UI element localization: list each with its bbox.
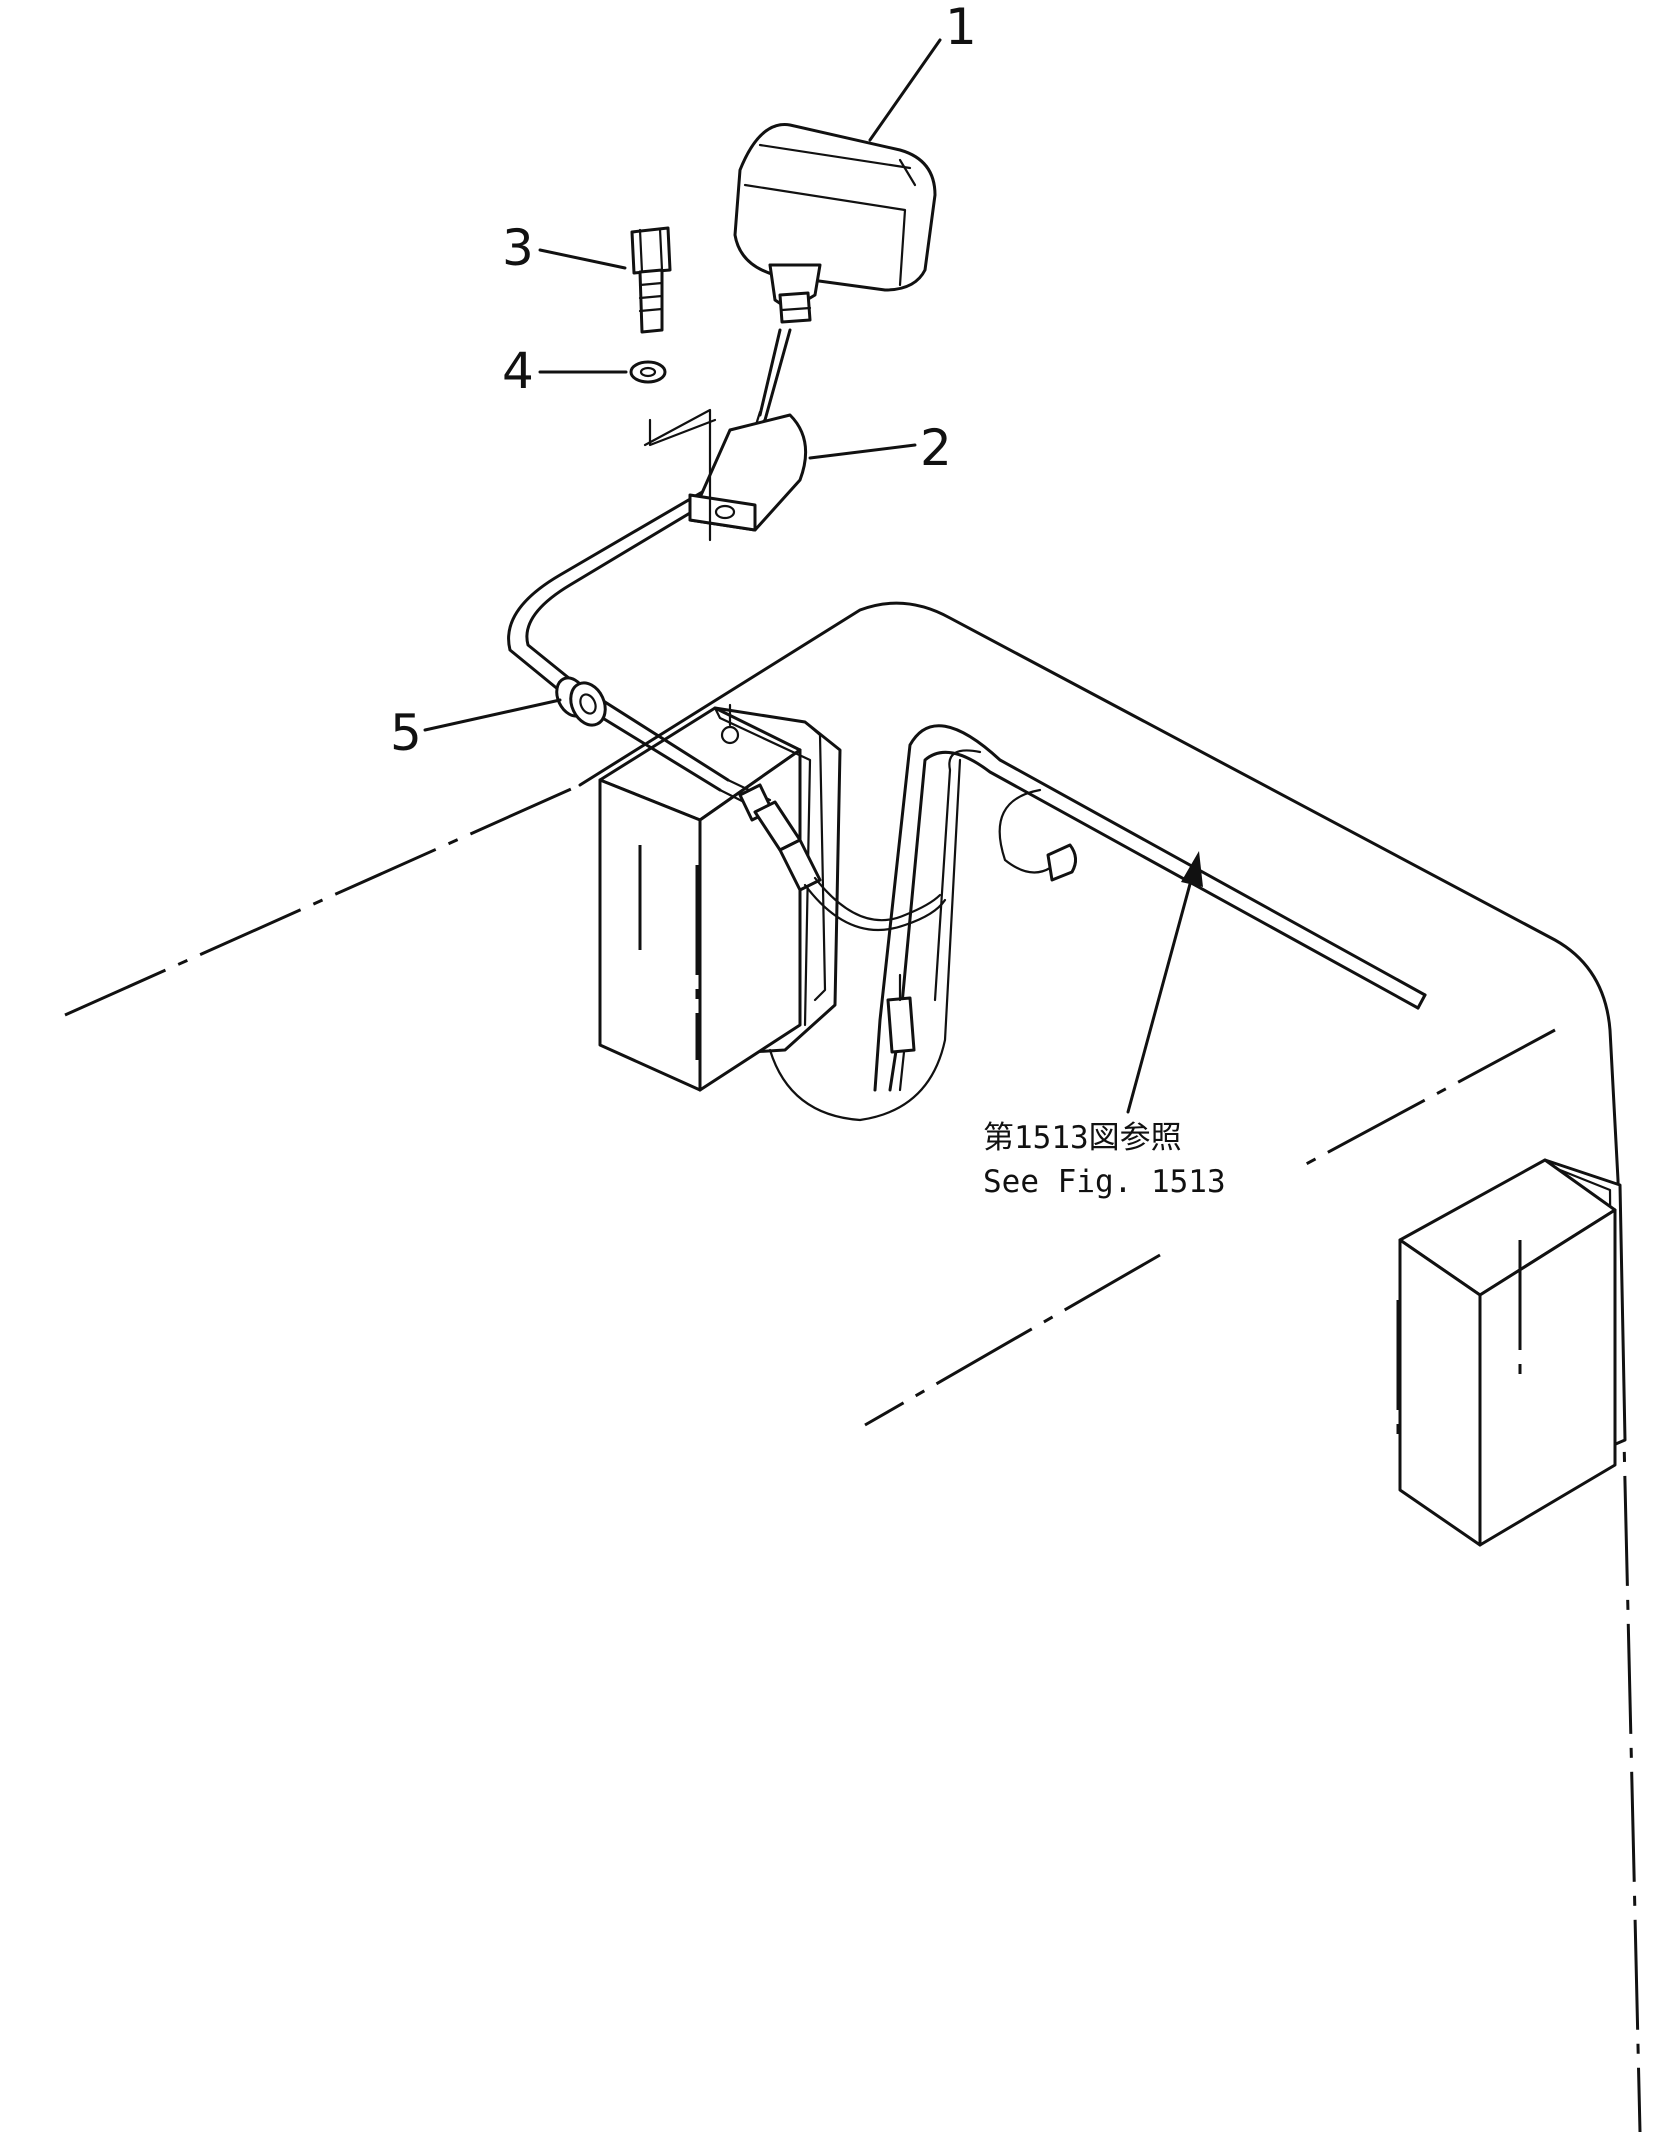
control-box <box>598 703 842 1092</box>
callout-1: 1 <box>945 0 977 56</box>
reference-japanese: 第1513図参照 <box>983 1120 1182 1156</box>
grommet <box>555 676 607 727</box>
wiring-harness <box>768 724 1427 1122</box>
callout-2: 2 <box>920 419 952 477</box>
bolt <box>630 226 672 334</box>
callout-5: 5 <box>390 704 422 762</box>
washer <box>629 360 667 384</box>
reference-english: See Fig. 1513 <box>983 1164 1226 1200</box>
callout-4: 4 <box>502 342 534 400</box>
bracket <box>643 408 808 542</box>
lamp-wire <box>507 328 947 932</box>
callout-3: 3 <box>502 219 534 277</box>
work-lamp <box>733 123 937 324</box>
leader-lines <box>423 38 1203 1114</box>
right-box <box>1396 1158 1627 1547</box>
